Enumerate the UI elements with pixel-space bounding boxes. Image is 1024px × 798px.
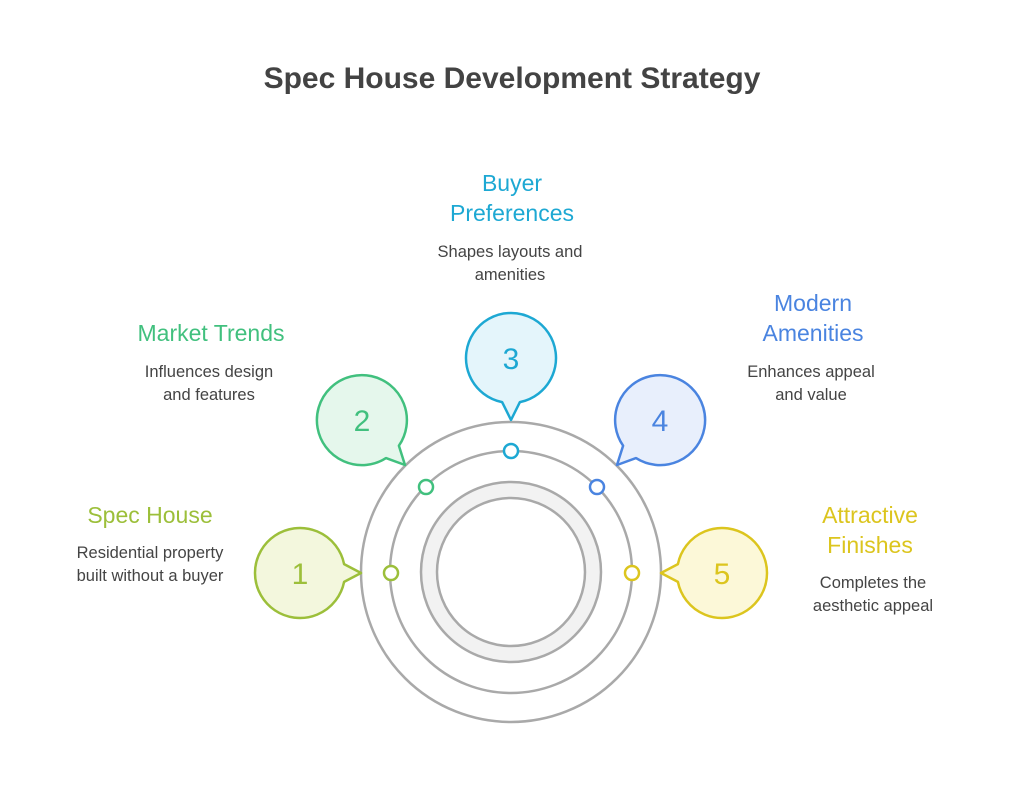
- step-3-title-line: Buyer: [481, 170, 543, 196]
- step-3-number: 3: [503, 343, 520, 376]
- step-4-number: 4: [652, 405, 669, 438]
- step-5-description-line: Completes the: [819, 574, 927, 592]
- inner-ring-outer-edge: [419, 480, 603, 664]
- page-title: Spec House Development Strategy: [263, 62, 761, 95]
- step-3-description-line: Shapes layouts and: [437, 243, 583, 261]
- step-3-bubble: [464, 311, 558, 422]
- step-4-description-line: Enhances appeal: [747, 363, 875, 381]
- step-1-title-line: Spec House: [87, 502, 213, 528]
- step-1-bubble: [253, 526, 363, 620]
- step-2-description: Influences design and features: [89, 361, 329, 407]
- step-5-number: 5: [714, 558, 731, 591]
- step-2-description-line: Influences design: [144, 363, 274, 381]
- step-5-title-line: Finishes: [827, 532, 913, 558]
- outer-ring: [359, 420, 663, 724]
- step-4-description: Enhances appeal and value: [691, 361, 931, 407]
- step-2-title: Market Trends: [91, 318, 331, 348]
- step-4-bubble: [613, 373, 707, 467]
- step-5-ring-dot: [623, 564, 641, 582]
- step-5-title-line: Attractive: [822, 502, 918, 528]
- step-5-bubble: [659, 526, 769, 620]
- step-1-description-line: Residential property: [76, 544, 224, 562]
- step-2-description-line: and features: [163, 386, 255, 404]
- step-2-bubble: [315, 373, 409, 467]
- step-3-description-line: amenities: [474, 266, 546, 284]
- step-3-description: Shapes layouts and amenities: [390, 241, 630, 287]
- step-4-title-line: Modern: [774, 290, 852, 316]
- step-5-description-line: aesthetic appeal: [812, 597, 934, 615]
- step-3-title-line: Preferences: [449, 200, 574, 226]
- step-4-title-line: Amenities: [762, 320, 864, 346]
- step-2-number: 2: [354, 405, 371, 438]
- step-1-ring-dot: [382, 564, 400, 582]
- inner-ring-band: [421, 482, 601, 662]
- step-5-description: Completes the aesthetic appeal: [753, 572, 993, 618]
- step-2-title-line: Market Trends: [137, 320, 285, 346]
- step-4-ring-dot: [588, 478, 606, 496]
- step-1-description-line: built without a buyer: [76, 567, 224, 585]
- step-1-number: 1: [292, 558, 309, 591]
- step-4-description-line: and value: [775, 386, 847, 404]
- step-3-ring-dot: [502, 442, 520, 460]
- step-2-ring-dot: [417, 478, 435, 496]
- inner-ring-inner-edge: [435, 496, 587, 648]
- step-1-description: Residential property built without a buye…: [30, 542, 270, 588]
- step-1-title: Spec House: [30, 500, 270, 530]
